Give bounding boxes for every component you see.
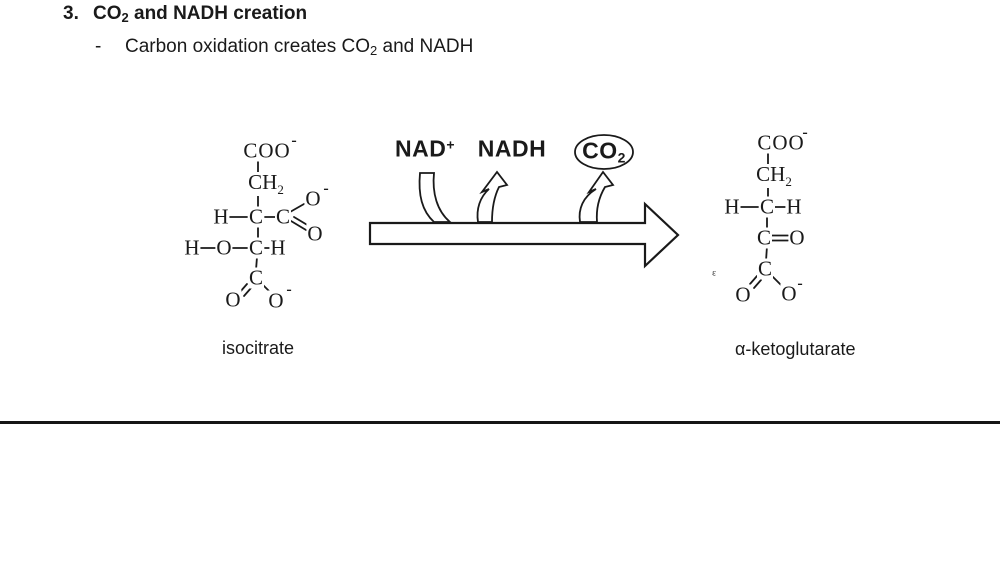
akg-atom-c3: C: [756, 256, 774, 281]
bullet-post: and NADH: [377, 36, 474, 57]
double-bond-c-o-1: [290, 220, 307, 231]
iso-atom-o-bottom: O: [306, 221, 324, 246]
akg-atom-o-left: O: [734, 282, 752, 307]
iso-atom-c2: C: [274, 204, 292, 229]
iso-atom-ch2: CH2: [247, 172, 285, 196]
iso-atom-o-right: O: [267, 288, 285, 313]
reaction-arrow-group: [368, 134, 680, 269]
heading-rest: and NADH creation: [128, 3, 308, 24]
nad-plus-superscript: +: [446, 136, 456, 153]
akg-atom-coo: COO: [756, 130, 806, 155]
iso-atom-c4: C: [247, 265, 265, 290]
iso-ch: CH: [248, 170, 278, 194]
horizontal-divider: [0, 421, 1000, 424]
bullet-dash: -: [95, 36, 102, 57]
co2-subscript: 2: [617, 149, 626, 166]
akg-coo-charge: -: [802, 124, 808, 141]
akg-atom-ch2: CH2: [755, 164, 793, 188]
nad-in-curved-arrow: [418, 172, 453, 223]
bullet-subscript: 2: [370, 43, 378, 58]
nad-plus-label: NAD+: [394, 135, 456, 162]
iso-atom-o-left: O: [224, 287, 242, 312]
iso-atom-c3: C: [247, 235, 265, 260]
akg-ch2-subscript: 2: [785, 174, 792, 189]
iso-atom-h1: H: [212, 204, 230, 229]
ketoglutarate-structure: COO - CH2 H C H C O C O O - ε: [710, 125, 875, 320]
iso-atom-h2: H: [183, 235, 201, 260]
iso-atom-c1: C: [247, 204, 265, 229]
akg-atom-o-right: O: [780, 281, 798, 306]
akg-atom-h1: H: [723, 194, 741, 219]
co2-out-curved-arrow: [578, 170, 615, 223]
bond-c-o-minus: [289, 203, 305, 213]
bullet-text: Carbon oxidation creates CO2 and NADH: [125, 36, 474, 58]
double-bond-left-2: [243, 287, 252, 297]
section-heading: CO2 and NADH creation: [93, 3, 308, 25]
nadh-out-curved-arrow: [476, 170, 509, 223]
bullet-pre: Carbon oxidation creates CO: [125, 36, 371, 57]
akg-atom-h2: H: [785, 194, 803, 219]
iso-atom-h3: H: [269, 235, 287, 260]
iso-coo-charge: -: [291, 132, 297, 149]
heading-co: CO: [93, 3, 122, 24]
iso-atom-o-mid: O: [215, 235, 233, 260]
bond-right-o: [772, 276, 782, 286]
akg-o-right-charge: -: [797, 275, 803, 292]
iso-o-top-charge: -: [323, 180, 329, 197]
co2-label: CO2: [582, 137, 626, 166]
iso-ch2-subscript: 2: [277, 182, 284, 197]
co2-text: CO: [582, 137, 618, 164]
iso-atom-o-top: O: [304, 186, 322, 211]
akg-atom-o-keto: O: [788, 225, 806, 250]
akg-atom-c1: C: [758, 194, 776, 219]
double-bond-left-1: [749, 275, 758, 285]
akg-atom-c2: C: [755, 225, 773, 250]
nad-text: NAD: [394, 135, 447, 162]
heading-subscript: 2: [121, 10, 129, 25]
akg-ch: CH: [756, 162, 786, 186]
co2-ellipse: [574, 134, 634, 170]
double-bond-left-2: [753, 279, 762, 289]
stray-mark: ε: [712, 267, 716, 278]
section-number: 3.: [63, 3, 79, 24]
product-label: α-ketoglutarate: [735, 339, 856, 359]
nadh-label: NADH: [477, 135, 547, 162]
substrate-label: isocitrate: [222, 338, 295, 358]
isocitrate-structure: COO - CH2 H C C O - O H O C H C O O -: [180, 130, 345, 325]
iso-atom-coo: COO: [242, 138, 292, 163]
iso-o-right-charge: -: [286, 281, 292, 298]
reaction-arrow: [368, 201, 680, 269]
